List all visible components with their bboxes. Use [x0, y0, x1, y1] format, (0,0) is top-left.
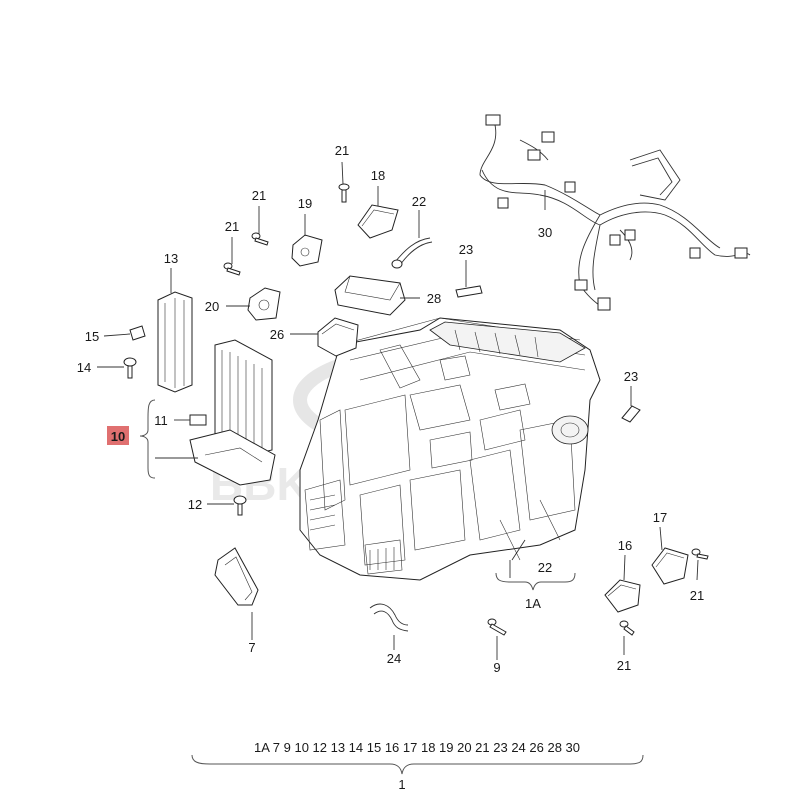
callout-30: 30 — [538, 225, 552, 240]
callout-26: 26 — [270, 327, 284, 342]
callout-13: 13 — [164, 251, 178, 266]
assembly-index: 1A 7 9 10 12 13 14 15 16 17 18 19 20 21 … — [254, 740, 580, 792]
part-7-seal — [214, 547, 259, 606]
callout-24: 24 — [387, 651, 401, 666]
hvac-housing — [299, 317, 601, 581]
part-11-gasket — [189, 414, 207, 426]
brace-10 — [139, 399, 198, 479]
part-28-module — [334, 275, 406, 316]
part-15-clip — [129, 325, 146, 341]
callout-14: 14 — [77, 360, 91, 375]
wiring-harness — [479, 114, 751, 311]
callout-17: 17 — [653, 510, 667, 525]
callout-21: 21 — [225, 219, 239, 234]
callout-10: 10 — [111, 429, 125, 444]
part-23-pin-right — [621, 405, 641, 423]
callout-23: 23 — [624, 369, 638, 384]
callout-11: 11 — [154, 413, 168, 428]
assembly-main-label: 1 — [398, 777, 405, 792]
callout-15: 15 — [85, 329, 99, 344]
part-10-filter-assembly — [189, 339, 276, 486]
part-16-actuator — [604, 579, 641, 613]
part-20-actuator — [247, 287, 281, 321]
callout-21: 21 — [690, 588, 704, 603]
callout-10-highlight — [107, 426, 129, 445]
assembly-index-list: 1A 7 9 10 12 13 14 15 16 17 18 19 20 21 … — [254, 740, 580, 755]
screw-21-top — [338, 183, 350, 203]
callout-23: 23 — [459, 242, 473, 257]
callout-21: 21 — [617, 658, 631, 673]
callout-21: 21 — [252, 188, 266, 203]
part-17-actuator — [651, 547, 689, 585]
brace-1a — [495, 539, 576, 591]
callout-1a: 1A — [525, 596, 541, 611]
callout-12: 12 — [188, 497, 202, 512]
part-19-sensor — [291, 234, 323, 267]
callout-9: 9 — [493, 660, 500, 675]
callout-22: 22 — [538, 560, 552, 575]
screw-21-right-b — [619, 620, 635, 636]
callout-22: 22 — [412, 194, 426, 209]
part-26-motor — [317, 317, 359, 357]
part-18-bracket — [357, 204, 399, 239]
part-22-hose — [391, 237, 433, 269]
part-23-pin-top — [455, 285, 483, 298]
callout-18: 18 — [371, 168, 385, 183]
part-24-hose — [369, 603, 409, 632]
part-13-frame — [157, 291, 193, 393]
screw-21-left-b — [223, 262, 241, 276]
part-14-bolt — [123, 357, 137, 379]
leader-lines — [97, 161, 699, 660]
part-9-screw — [487, 618, 507, 636]
screw-21-left-a — [251, 232, 269, 246]
part-12-bolt — [233, 495, 247, 516]
callout-7: 7 — [248, 640, 255, 655]
callout-16: 16 — [618, 538, 632, 553]
callout-20: 20 — [205, 299, 219, 314]
callout-labels: 21 18 19 21 22 21 23 30 13 20 28 26 15 1… — [77, 143, 704, 675]
callout-19: 19 — [298, 196, 312, 211]
brace-main — [191, 754, 644, 775]
callout-28: 28 — [427, 291, 441, 306]
screw-21-right-a — [691, 548, 709, 560]
callout-21: 21 — [335, 143, 349, 158]
